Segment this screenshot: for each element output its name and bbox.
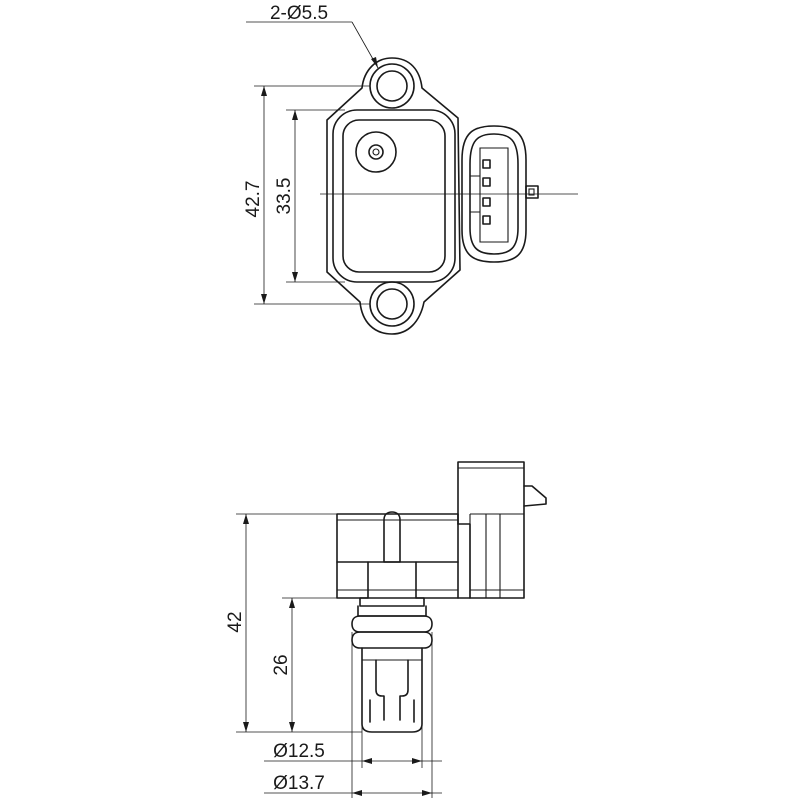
body-outer [332, 109, 456, 283]
dim-arrow-inner-top [292, 110, 298, 120]
top-view [320, 57, 578, 335]
dim-arrow-d137-left [352, 790, 362, 796]
pin-4 [482, 215, 491, 225]
side-view-dimensions: 42 26 Ø12.5 Ø13.7 [225, 513, 442, 798]
hole-callout-arrowhead [371, 57, 378, 68]
housing-outline [336, 513, 471, 599]
dim-arrow-outer-top [261, 86, 267, 96]
hole-callout-label: 2-Ø5.5 [270, 3, 328, 24]
total-height-label: 42 [225, 611, 246, 632]
center-post [383, 511, 401, 563]
side-connector-outline [457, 461, 525, 599]
dim-arrow-inner-bottom [292, 272, 298, 282]
top-hole-inner [376, 70, 408, 102]
oring-3 [351, 631, 433, 649]
probe-tip [369, 699, 415, 723]
side-connector-latch [523, 485, 547, 507]
connector-latch-inner [528, 188, 535, 196]
pin-1 [482, 159, 491, 169]
pin-3 [482, 197, 491, 207]
dim-arrow-d125-right [412, 758, 422, 764]
small-diameter-label: Ø12.5 [273, 741, 325, 762]
dim-arrow-total-top [243, 514, 249, 524]
shoulder [359, 561, 425, 607]
oring-1 [357, 605, 427, 617]
probe-height-label: 26 [271, 654, 292, 675]
connector-key [470, 175, 480, 213]
oring-2 [351, 615, 433, 633]
pin-2 [482, 177, 491, 187]
connector-outer [461, 125, 527, 263]
connector-inner [469, 133, 519, 255]
dim-arrow-outer-bottom [261, 294, 267, 304]
dim-arrow-total-bottom [243, 722, 249, 732]
top-view-dimensions: 2-Ø5.5 42.7 33.5 [243, 3, 379, 305]
connector-latch [525, 185, 539, 199]
outer-height-label: 42.7 [243, 181, 264, 218]
side-view [336, 461, 547, 733]
port-outer [355, 131, 397, 173]
inner-height-label: 33.5 [274, 178, 295, 215]
dim-arrow-d125-left [362, 758, 372, 764]
port-inner [372, 148, 380, 156]
large-diameter-label: Ø13.7 [273, 773, 325, 794]
dim-arrow-probe-bottom [289, 722, 295, 732]
connector-cavity [479, 147, 509, 243]
dim-arrow-d137-right [422, 790, 432, 796]
port-mid [368, 144, 384, 160]
flange-outline [326, 57, 461, 335]
probe-slot-left [375, 659, 385, 721]
body-inner [342, 119, 446, 273]
dim-arrow-probe-top [289, 598, 295, 608]
probe-outline [361, 647, 423, 733]
probe-slot-right [399, 659, 409, 721]
bottom-hole-inner [376, 288, 408, 320]
